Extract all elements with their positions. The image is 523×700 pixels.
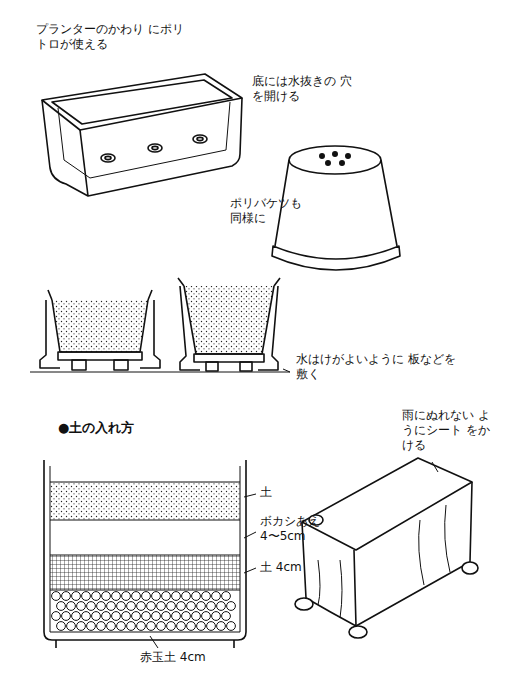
stone xyxy=(202,592,211,601)
stone xyxy=(127,622,136,631)
callout-note: 水はけがよいように 板などを敷く xyxy=(296,352,466,382)
stone xyxy=(202,612,211,621)
soil-cross-section xyxy=(44,460,256,648)
stone xyxy=(227,602,236,611)
stone xyxy=(222,592,231,601)
stone xyxy=(77,602,86,611)
stone xyxy=(102,612,111,621)
stone xyxy=(57,602,66,611)
stone xyxy=(57,622,66,631)
stone xyxy=(217,602,226,611)
layer-label: ボカシあえ 4〜5cm xyxy=(260,514,340,544)
stone xyxy=(192,612,201,621)
stone xyxy=(107,602,116,611)
stone xyxy=(102,592,111,601)
stone xyxy=(132,612,141,621)
stone xyxy=(52,592,61,601)
stone xyxy=(117,602,126,611)
stone xyxy=(157,602,166,611)
stone xyxy=(52,612,61,621)
layer-label: 土 4cm xyxy=(260,560,330,575)
stone xyxy=(122,592,131,601)
stone xyxy=(212,592,221,601)
stone xyxy=(157,622,166,631)
stone xyxy=(67,602,76,611)
stone xyxy=(177,622,186,631)
stone xyxy=(172,612,181,621)
stone xyxy=(137,602,146,611)
stone xyxy=(77,622,86,631)
stone xyxy=(122,612,131,621)
stone xyxy=(117,622,126,631)
planters-on-boards xyxy=(30,278,290,372)
stone xyxy=(197,602,206,611)
stone xyxy=(187,622,196,631)
stone xyxy=(87,622,96,631)
stone xyxy=(97,622,106,631)
stone xyxy=(187,602,196,611)
callout-note: ポリバケツも同様に xyxy=(230,196,306,226)
stone xyxy=(147,622,156,631)
stone xyxy=(97,602,106,611)
stone xyxy=(112,592,121,601)
stone xyxy=(72,612,81,621)
layer-label: 土 xyxy=(260,485,300,500)
stone xyxy=(177,602,186,611)
stone xyxy=(207,622,216,631)
stone xyxy=(197,622,206,631)
stone xyxy=(92,612,101,621)
stone xyxy=(162,592,171,601)
stone xyxy=(147,602,156,611)
stone xyxy=(167,622,176,631)
caption-note: プランターのかわり にポリトロが使える xyxy=(36,22,186,52)
stone xyxy=(132,592,141,601)
stone xyxy=(112,612,121,621)
stone xyxy=(82,612,91,621)
section-heading: ●土の入れ方 xyxy=(58,420,178,436)
sheet-covered-box xyxy=(295,458,478,638)
stone xyxy=(107,622,116,631)
stone xyxy=(222,612,231,621)
stone xyxy=(82,592,91,601)
layer-label: 赤玉土 4cm xyxy=(140,650,250,665)
stone xyxy=(62,612,71,621)
stone xyxy=(182,592,191,601)
stone xyxy=(182,612,191,621)
stone xyxy=(207,602,216,611)
stone xyxy=(217,622,226,631)
callout-note: 雨にぬれない ようにシート をかける xyxy=(402,408,492,453)
stone xyxy=(152,592,161,601)
stone xyxy=(67,622,76,631)
stone xyxy=(212,612,221,621)
stone xyxy=(227,622,236,631)
callout-note: 底には水抜きの 穴を開ける xyxy=(252,74,352,104)
box-planter xyxy=(42,74,242,196)
stone xyxy=(137,622,146,631)
stone xyxy=(172,592,181,601)
stone xyxy=(152,612,161,621)
stone xyxy=(142,612,151,621)
stone xyxy=(62,592,71,601)
stone xyxy=(92,592,101,601)
stone xyxy=(192,592,201,601)
stone xyxy=(127,602,136,611)
stone xyxy=(142,592,151,601)
stone xyxy=(72,592,81,601)
stone xyxy=(162,612,171,621)
stone xyxy=(87,602,96,611)
stone xyxy=(167,602,176,611)
